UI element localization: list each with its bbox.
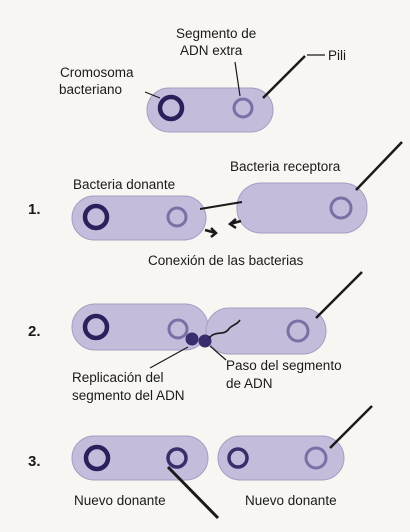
label-replication-1: Replicación del <box>72 370 164 385</box>
step-number-2: 2. <box>28 323 41 340</box>
recipient-cell <box>236 182 368 234</box>
step-3: 3. Nuevo donante Nuevo donante <box>28 405 373 520</box>
arrow-left-icon <box>227 218 242 230</box>
new-donor-cell-right <box>217 435 345 481</box>
label-chromosome-2: bacteriano <box>59 82 122 97</box>
label-transfer-2: de ADN <box>226 376 273 391</box>
donor-chromosome <box>82 313 110 341</box>
labeled-bacterium: Segmento de ADN extra Pili Cromosoma bac… <box>59 26 346 133</box>
recipient-pilus <box>315 271 363 319</box>
left-chromosome <box>83 444 111 472</box>
label-new-donor-right: Nuevo donante <box>245 493 337 508</box>
right-pilus <box>329 405 373 449</box>
recipient-chromosome <box>286 319 310 343</box>
chromosome-leader-line <box>144 91 161 99</box>
label-donor: Bacteria donante <box>73 177 175 192</box>
step-number-1: 1. <box>28 201 41 218</box>
dna-segment-leader-line <box>234 61 241 97</box>
step-1: 1. Bacteria receptora Bacteria donante C… <box>28 141 403 268</box>
donor-chromosome <box>82 203 110 231</box>
replicating-plasmid-ring <box>167 318 189 340</box>
transfer-leader-line <box>209 345 227 361</box>
right-chromosome <box>227 447 249 469</box>
chromosome-circle <box>157 94 185 122</box>
bacterium-cell <box>146 87 274 133</box>
replication-leader-line <box>149 346 189 369</box>
label-recipient: Bacteria receptora <box>230 159 341 174</box>
label-connection: Conexión de las bacterias <box>148 253 304 268</box>
left-plasmid <box>166 447 188 469</box>
new-donor-cell-left <box>71 435 209 481</box>
dna-segment-dot-right <box>198 334 212 348</box>
right-plasmid <box>304 446 328 470</box>
label-chromosome-1: Cromosoma <box>60 65 134 80</box>
label-pili: Pili <box>328 48 346 63</box>
step-2: 2. Replicación del segmento del ADN Paso… <box>28 271 363 403</box>
donor-plasmid <box>166 206 188 228</box>
left-pilus <box>166 465 220 520</box>
label-dna-segment-2: ADN extra <box>180 43 243 58</box>
recipient-chromosome <box>329 196 353 220</box>
dna-segment-dot-left <box>185 332 199 346</box>
connecting-pilus <box>199 201 243 210</box>
step-number-3: 3. <box>28 453 41 470</box>
recipient-cell <box>205 307 327 355</box>
label-replication-2: segmento del ADN <box>72 388 185 403</box>
recipient-pilus <box>355 141 403 191</box>
donor-cell <box>71 195 207 241</box>
label-dna-segment-1: Segmento de <box>176 26 256 41</box>
label-new-donor-left: Nuevo donante <box>74 493 166 508</box>
arrow-right-icon <box>204 227 218 238</box>
dna-strand <box>208 319 241 339</box>
pilus <box>262 55 306 99</box>
label-transfer-1: Paso del segmento <box>226 358 342 373</box>
plasmid-circle <box>232 97 254 119</box>
